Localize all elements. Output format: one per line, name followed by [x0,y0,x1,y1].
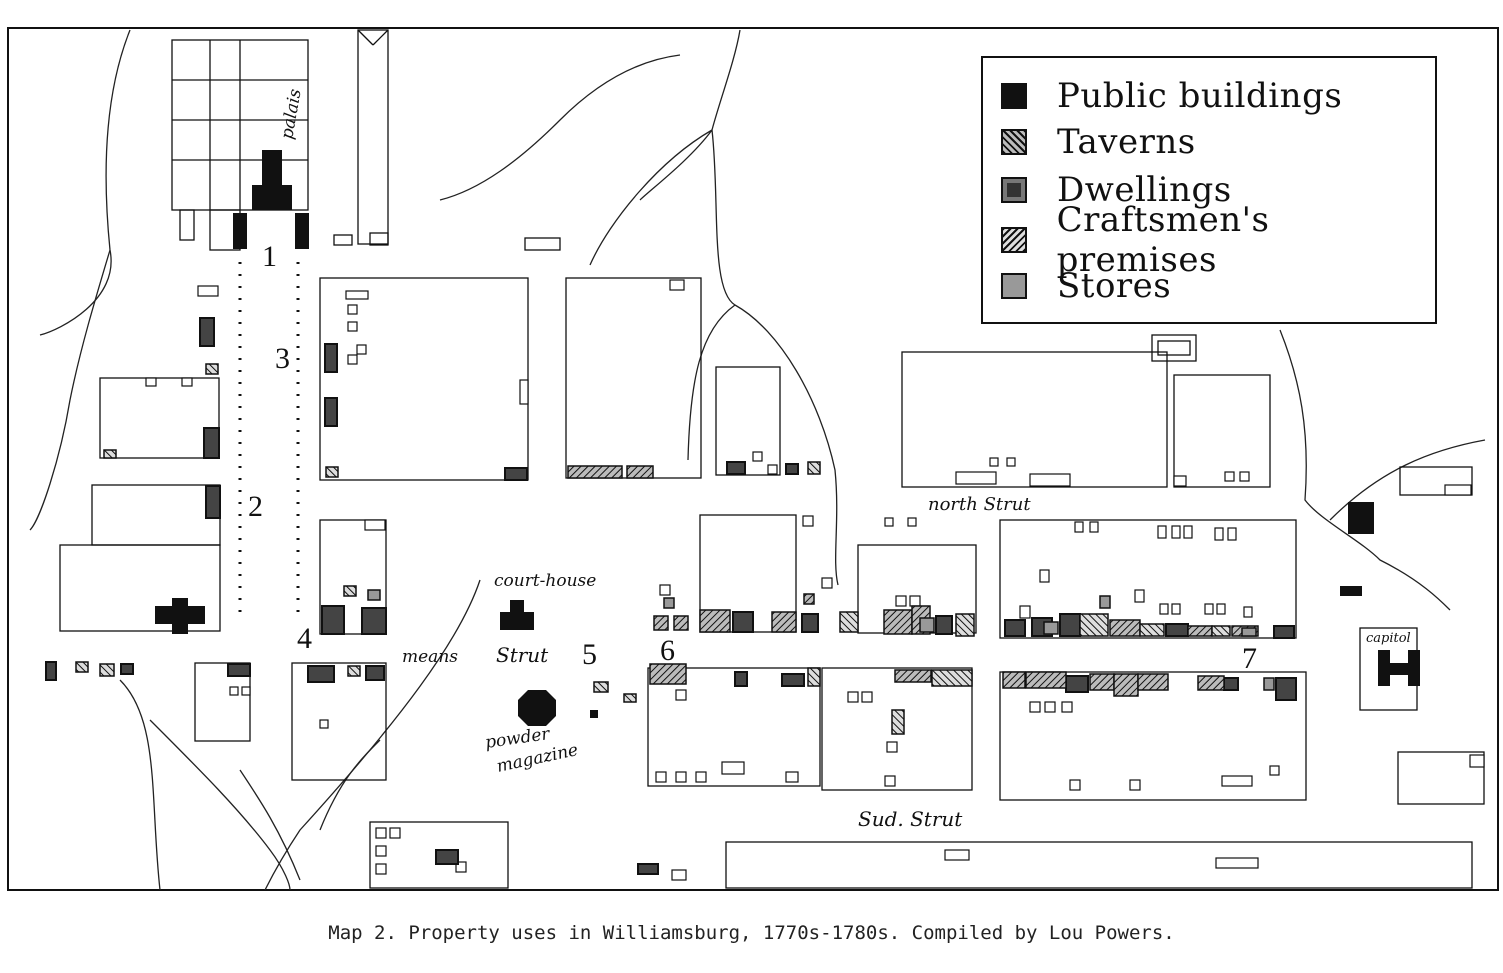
location-number-2: 2 [248,490,263,523]
legend-item-dwellings: Dwellings [1001,168,1232,212]
craftsmen-premises [75,363,1231,735]
stores [367,589,1275,691]
legend-label: Public buildings [1057,76,1343,116]
palace-building [233,150,309,249]
location-number-6: 6 [660,634,675,667]
location-number-4: 4 [297,622,312,655]
palace-grounds [171,29,389,251]
map-border [7,27,1499,891]
dwellings [45,317,1297,875]
legend-label: Dwellings [1057,170,1232,210]
stores-swatch-icon [1001,273,1027,299]
court-house-label: court-house [494,571,596,591]
legend-label: Stores [1057,266,1172,306]
palace-green-trees [238,262,300,615]
taverns [567,465,1259,697]
legend-item-taverns: Taverns [1001,120,1196,164]
palace-label: palais [277,87,306,141]
legend-item-craftsmen: Craftsmen's premises [1001,200,1435,280]
means-street-label: means [402,647,458,667]
legend-item-public-buildings: Public buildings [1001,74,1342,118]
north-street-label: north Strut [928,494,1031,515]
streams [29,29,1486,891]
legend-label: Taverns [1057,122,1196,162]
craftsmen-swatch-icon [1001,227,1027,253]
legend-label: Craftsmen's premises [1056,200,1270,280]
capitol-label: capitol [1366,631,1411,646]
public-buildings-swatch-icon [1001,83,1027,109]
sud-street-label: Sud. Strut [858,807,963,831]
street-label: Strut [496,643,549,667]
outbuildings [145,279,1485,881]
map-legend: Public buildings Taverns Dwellings Craft… [981,56,1437,324]
location-number-3: 3 [275,342,290,375]
taverns-swatch-icon [1001,129,1027,155]
map-caption: Map 2. Property uses in Williamsburg, 17… [328,922,1175,944]
location-number-1: 1 [262,240,277,273]
location-number-7: 7 [1242,642,1257,675]
location-number-5: 5 [582,638,597,671]
legend-item-stores: Stores [1001,264,1171,308]
public-buildings [155,502,1420,726]
dwellings-swatch-icon [1001,177,1027,203]
